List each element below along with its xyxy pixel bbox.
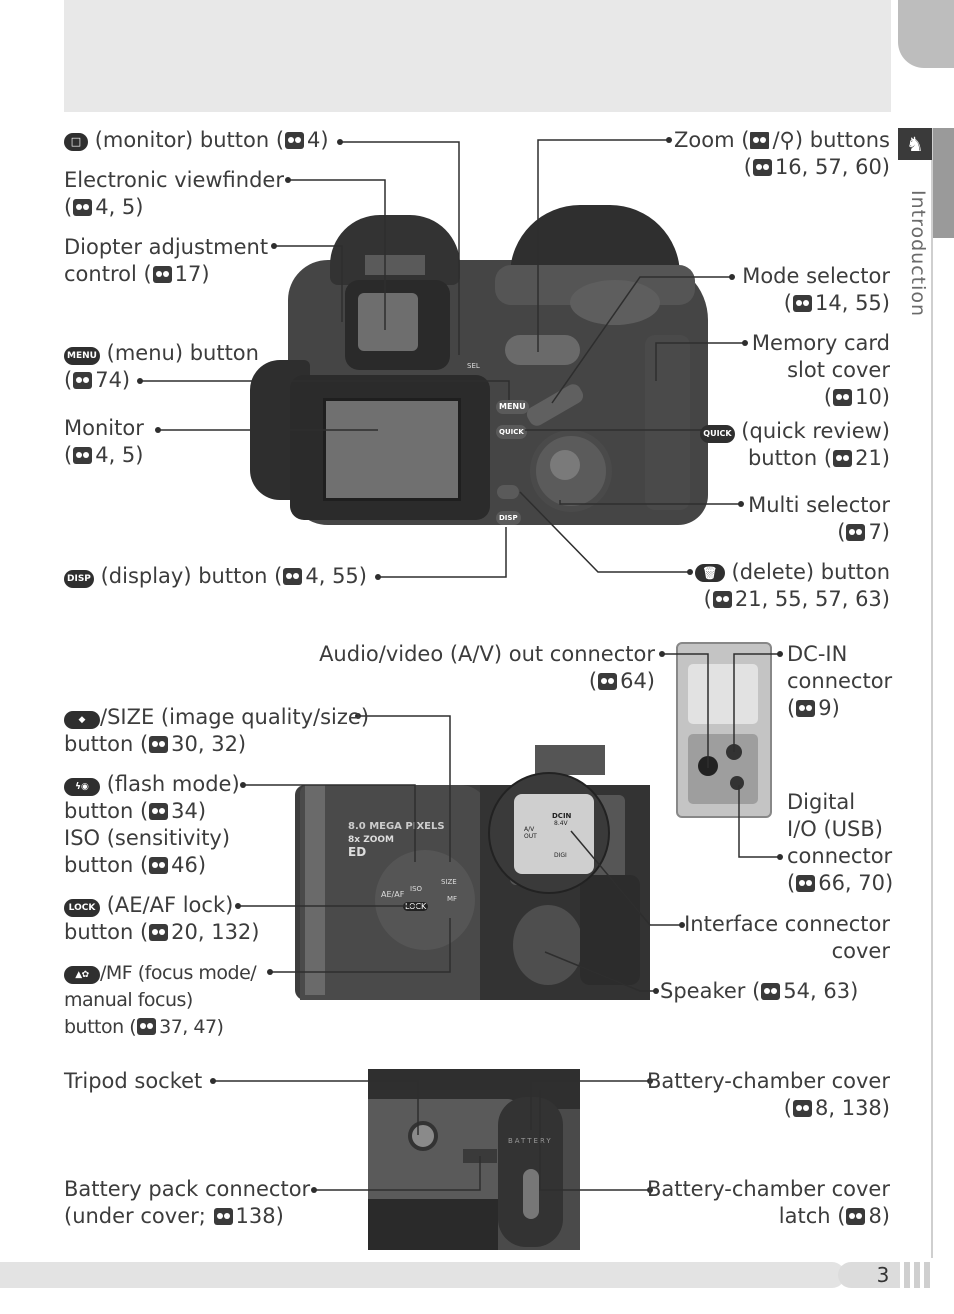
- inset-volt-text: 8.4V: [554, 820, 568, 827]
- page-number: 3: [876, 1263, 890, 1287]
- label-quick-review-button: QUICK (quick review) button (21): [700, 418, 890, 472]
- reference-eye-icon: [149, 857, 169, 874]
- label-digital-io-connector: Digital I/O (USB) connector (66, 70): [787, 790, 894, 895]
- inset-digi-text: DIGI: [554, 852, 567, 859]
- reference-eye-icon: [137, 1018, 157, 1035]
- reference-eye-icon: [73, 199, 93, 216]
- disp-button-icon: DISP: [64, 570, 94, 588]
- cam-disp-button: DISP: [496, 511, 521, 525]
- reference-eye-icon: [598, 673, 618, 690]
- reference-eye-icon: [149, 736, 169, 753]
- cam-size-text: SIZE: [441, 878, 457, 886]
- reference-eye-icon: [793, 295, 812, 312]
- trash-icon: 🗑: [694, 564, 725, 582]
- cam-quick-button: QUICK: [496, 425, 527, 439]
- label-dcin-connector: DC-IN connector (9): [787, 642, 893, 720]
- label-memory-card-cover: Memory card slot cover (10): [751, 331, 890, 409]
- reference-eye-icon: [73, 447, 93, 464]
- page-number-box: [838, 1262, 900, 1288]
- reference-eye-icon: [761, 983, 781, 1000]
- side-accent: [933, 128, 954, 238]
- footer-stripe: [924, 1262, 930, 1288]
- magnified-connector-cover: DCIN 8.4V A/V OUT DIGI: [488, 772, 610, 894]
- cam-mf-text: MF: [447, 895, 458, 903]
- cam-aeaf-text: AE/AF: [381, 890, 405, 899]
- cam-sel-label: SEL: [467, 362, 480, 370]
- lock-button-icon: LOCK: [64, 899, 100, 917]
- label-monitor-button: □ (monitor) button (4): [64, 127, 329, 154]
- reference-eye-icon: [752, 159, 772, 176]
- reference-eye-icon: [149, 803, 169, 820]
- reference-eye-icon: [833, 450, 853, 467]
- reference-eye-icon: [796, 875, 816, 892]
- header-band: [64, 0, 891, 112]
- label-battery-chamber-latch: Battery-chamber cover latch (8): [646, 1177, 890, 1228]
- label-av-out-connector: Audio/video (A/V) out connector (64): [319, 642, 655, 693]
- label-multi-selector: Multi selector (7): [748, 493, 890, 544]
- label-battery-pack-connector: Battery pack connector (under cover; 138…: [64, 1177, 311, 1228]
- cam-battery-text: BATTERY: [508, 1137, 553, 1145]
- label-delete-button: 🗑 (delete) button (21, 55, 57, 63): [694, 559, 890, 613]
- chapter-tab: [898, 0, 954, 68]
- quality-size-icon: ◆: [64, 711, 100, 729]
- reference-eye-icon: [152, 266, 172, 283]
- inset-avout-text: A/V OUT: [524, 826, 537, 840]
- reference-eye-icon: [846, 1208, 866, 1225]
- reference-eye-icon: [73, 372, 93, 389]
- label-interface-connector-cover: Interface connector cover: [684, 912, 890, 963]
- label-menu-button: MENU (menu) button (74): [64, 341, 259, 392]
- label-monitor: Monitor (4, 5): [64, 416, 144, 467]
- rooster-icon: ♞: [898, 128, 932, 160]
- footer-bar: [0, 1262, 845, 1288]
- reference-eye-icon: [793, 1100, 812, 1117]
- label-ae-af-lock-button: LOCK (AE/AF lock) button (20, 132): [64, 893, 260, 944]
- reference-eye-icon: [149, 924, 169, 941]
- reference-eye-icon: [283, 568, 303, 585]
- label-flash-iso-button: ϟ◉ (flash mode) button (34) ISO (sensiti…: [64, 772, 240, 877]
- reference-eye-icon: [846, 524, 866, 541]
- label-tripod-socket: Tripod socket: [64, 1069, 203, 1093]
- reference-eye-icon: [712, 591, 732, 608]
- label-mode-selector: Mode selector (14, 55): [742, 264, 890, 315]
- footer-stripe: [914, 1262, 920, 1288]
- quick-button-icon: QUICK: [700, 425, 735, 443]
- cam-ed-text: ED: [348, 845, 367, 859]
- cam-iso-text: ISO: [410, 885, 423, 893]
- cam-menu-button: MENU: [496, 400, 529, 414]
- cam-delete-button: [497, 485, 519, 499]
- side-divider: [931, 128, 933, 1258]
- cam-megapixel-text: 8.0 MEGA PIXELS: [348, 821, 445, 832]
- inset-dcin-text: DCIN: [552, 812, 572, 820]
- cam-zoom-text: 8x ZOOM: [348, 835, 394, 845]
- label-diopter-control: Diopter adjustment control (17): [64, 235, 269, 286]
- menu-button-icon: MENU: [64, 347, 100, 365]
- connector-inset: [676, 642, 772, 818]
- label-focus-mode-button: ▲✿/MF (focus mode/ manual focus) button …: [64, 962, 257, 1038]
- flash-mode-icon: ϟ◉: [64, 778, 100, 796]
- label-battery-chamber-cover: Battery-chamber cover (8, 138): [646, 1069, 890, 1120]
- label-size-button: ◆/SIZE (image quality/size) button (30, …: [64, 705, 370, 756]
- monitor-button-icon: □: [64, 133, 88, 151]
- section-title: Introduction: [907, 190, 929, 318]
- label-display-button: DISP (display) button (4, 55): [64, 563, 367, 590]
- label-speaker: Speaker (54, 63): [660, 979, 859, 1003]
- reference-eye-icon: [285, 132, 305, 149]
- camera-rear-image: MENU QUICK DISP SEL: [250, 195, 710, 530]
- label-zoom-buttons: Zoom (/⚲) buttons (16, 57, 60): [674, 128, 890, 179]
- focus-mode-icon: ▲✿: [64, 966, 100, 984]
- reference-eye-icon: [796, 700, 816, 717]
- label-electronic-viewfinder: Electronic viewfinder (4, 5): [64, 168, 284, 219]
- footer-stripe: [904, 1262, 910, 1288]
- reference-eye-icon: [213, 1208, 233, 1225]
- wide-zoom-icon: [750, 132, 770, 149]
- reference-eye-icon: [833, 389, 853, 406]
- tele-zoom-icon: ⚲: [779, 128, 795, 152]
